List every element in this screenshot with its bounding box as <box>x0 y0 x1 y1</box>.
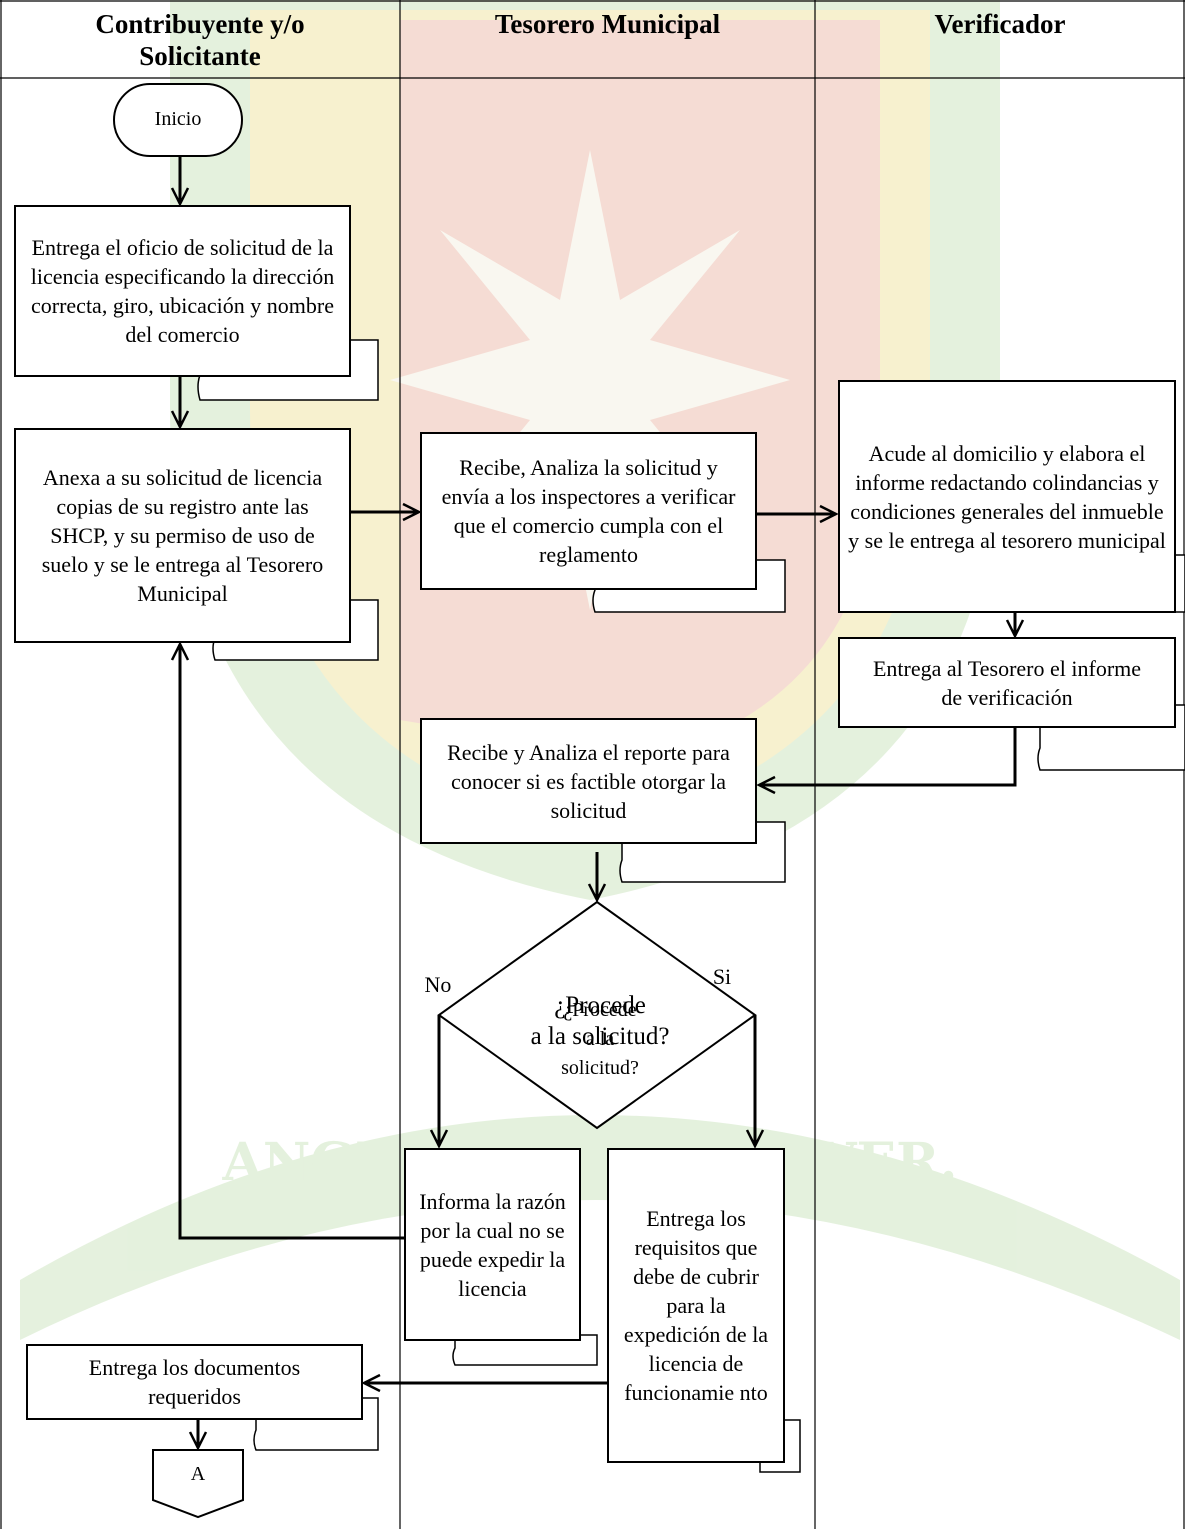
step-entrega-documentos: Entrega los documentos requeridos <box>26 1344 363 1420</box>
decision-small-line3: solicitud? <box>561 1057 639 1079</box>
start-terminator <box>113 83 243 157</box>
decision-small-line2: a la <box>585 1028 615 1050</box>
start-label: Inicio <box>154 108 202 130</box>
step-recibe-reporte: Recibe y Analiza el reporte para conocer… <box>420 718 757 844</box>
decision-large-line2: a la solicitud? <box>530 1023 670 1050</box>
step-entrega-tesorero: Entrega al Tesorero el informe de verifi… <box>838 637 1176 728</box>
lane-header-verificador-title: Verificador <box>934 9 1066 39</box>
decision-yes-label: Si <box>712 964 732 989</box>
decision-diamond <box>437 900 757 1130</box>
decision-large-line1: ¿Procede <box>554 992 646 1019</box>
step-anexa-solicitud: Anexa a su solicitud de licencia copias … <box>14 428 351 643</box>
step-acude-domicilio: Acude al domicilio y elabora el informe … <box>838 380 1176 613</box>
lane-header-tesorero-title: Tesorero Municipal <box>494 9 721 39</box>
lane-header-verificador: Verificador <box>815 0 1185 78</box>
connector-label: A <box>190 1463 206 1485</box>
arrow-informa-back-to-anexa <box>180 644 404 1240</box>
step-informa-razon: Informa la razón por la cual no se puede… <box>404 1148 581 1341</box>
step-entrega-oficio: Entrega el oficio de solicitud de la lic… <box>14 205 351 377</box>
decision-no-label: No <box>424 972 452 997</box>
decision-label-large: ¿Procede a la solicitud? <box>480 990 720 1052</box>
step-recibe-analiza: Recibe, Analiza la solicitud y envía a l… <box>420 432 757 590</box>
svg-text:ANGEL R. CABADA, VER.: ANGEL R. CABADA, VER. <box>222 1132 958 1193</box>
decision-label-small: ¿Procede a la solicitud? <box>520 996 680 1083</box>
decision-small-line1: ¿Procede <box>563 999 637 1021</box>
arrow-entrega-to-reporte <box>759 728 1017 785</box>
lane-header-tesorero: Tesorero Municipal <box>400 0 815 78</box>
lane-header-contribuyente-line2: Solicitante <box>139 41 261 71</box>
step-entrega-requisitos: Entrega los requisitos que debe de cubri… <box>607 1148 785 1463</box>
lane-header-contribuyente-line1: Contribuyente y/o <box>95 9 305 39</box>
flow-arrows <box>180 156 1015 1448</box>
offpage-connector <box>152 1449 244 1519</box>
